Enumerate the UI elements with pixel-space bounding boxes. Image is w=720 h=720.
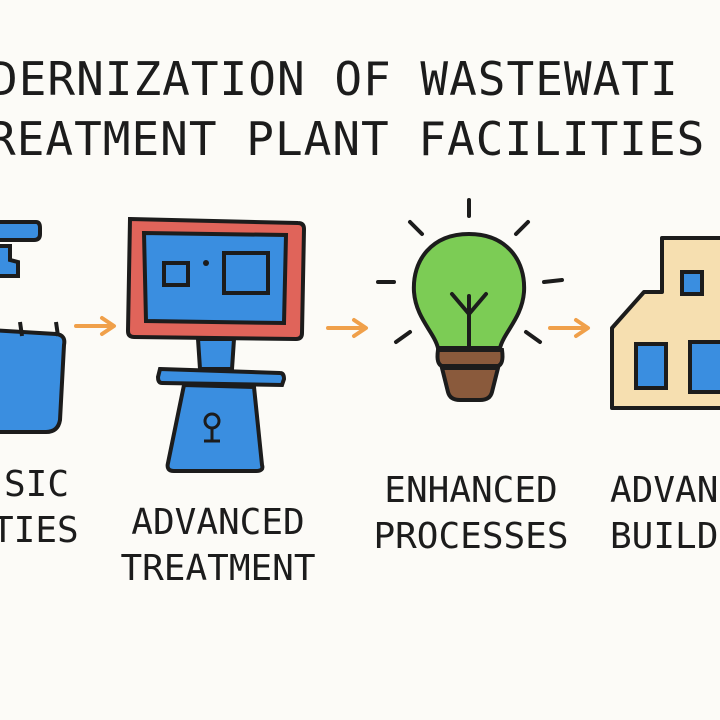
building-icon: [610, 236, 720, 410]
step-label-line-2: TIES: [0, 510, 79, 551]
arrow-right-icon: [326, 318, 368, 338]
title-line-2: REATMENT PLANT FACILITIES: [0, 112, 706, 166]
step-label-line-2: PROCESSES: [373, 516, 569, 557]
step-label-line-2: TREATMENT: [120, 548, 316, 589]
step-label-line-1: ADVANCED: [131, 502, 305, 543]
step-label-line-1: ENHANCED: [384, 470, 558, 511]
step-label-basic-facilities: SIC TIES: [0, 462, 92, 554]
title-line-1: DERNIZATION OF WASTEWATI: [0, 52, 679, 106]
lightbulb-icon: [376, 198, 564, 402]
arrow-right-icon: [74, 316, 116, 336]
monitor-control-unit-icon: [125, 216, 307, 473]
step-label-line-1: SIC: [4, 464, 70, 505]
arrow-right-icon: [548, 318, 590, 338]
step-label-line-1: ADVAN: [610, 470, 719, 511]
step-label-enhanced-processes: ENHANCED PROCESSES: [356, 468, 586, 560]
step-label-line-2: BUILD: [610, 516, 719, 557]
step-label-advanced-treatment: ADVANCED TREATMENT: [100, 500, 336, 592]
water-tank-faucet-icon: [0, 220, 67, 434]
step-label-advanced-buildings: ADVAN BUILD: [610, 468, 720, 560]
